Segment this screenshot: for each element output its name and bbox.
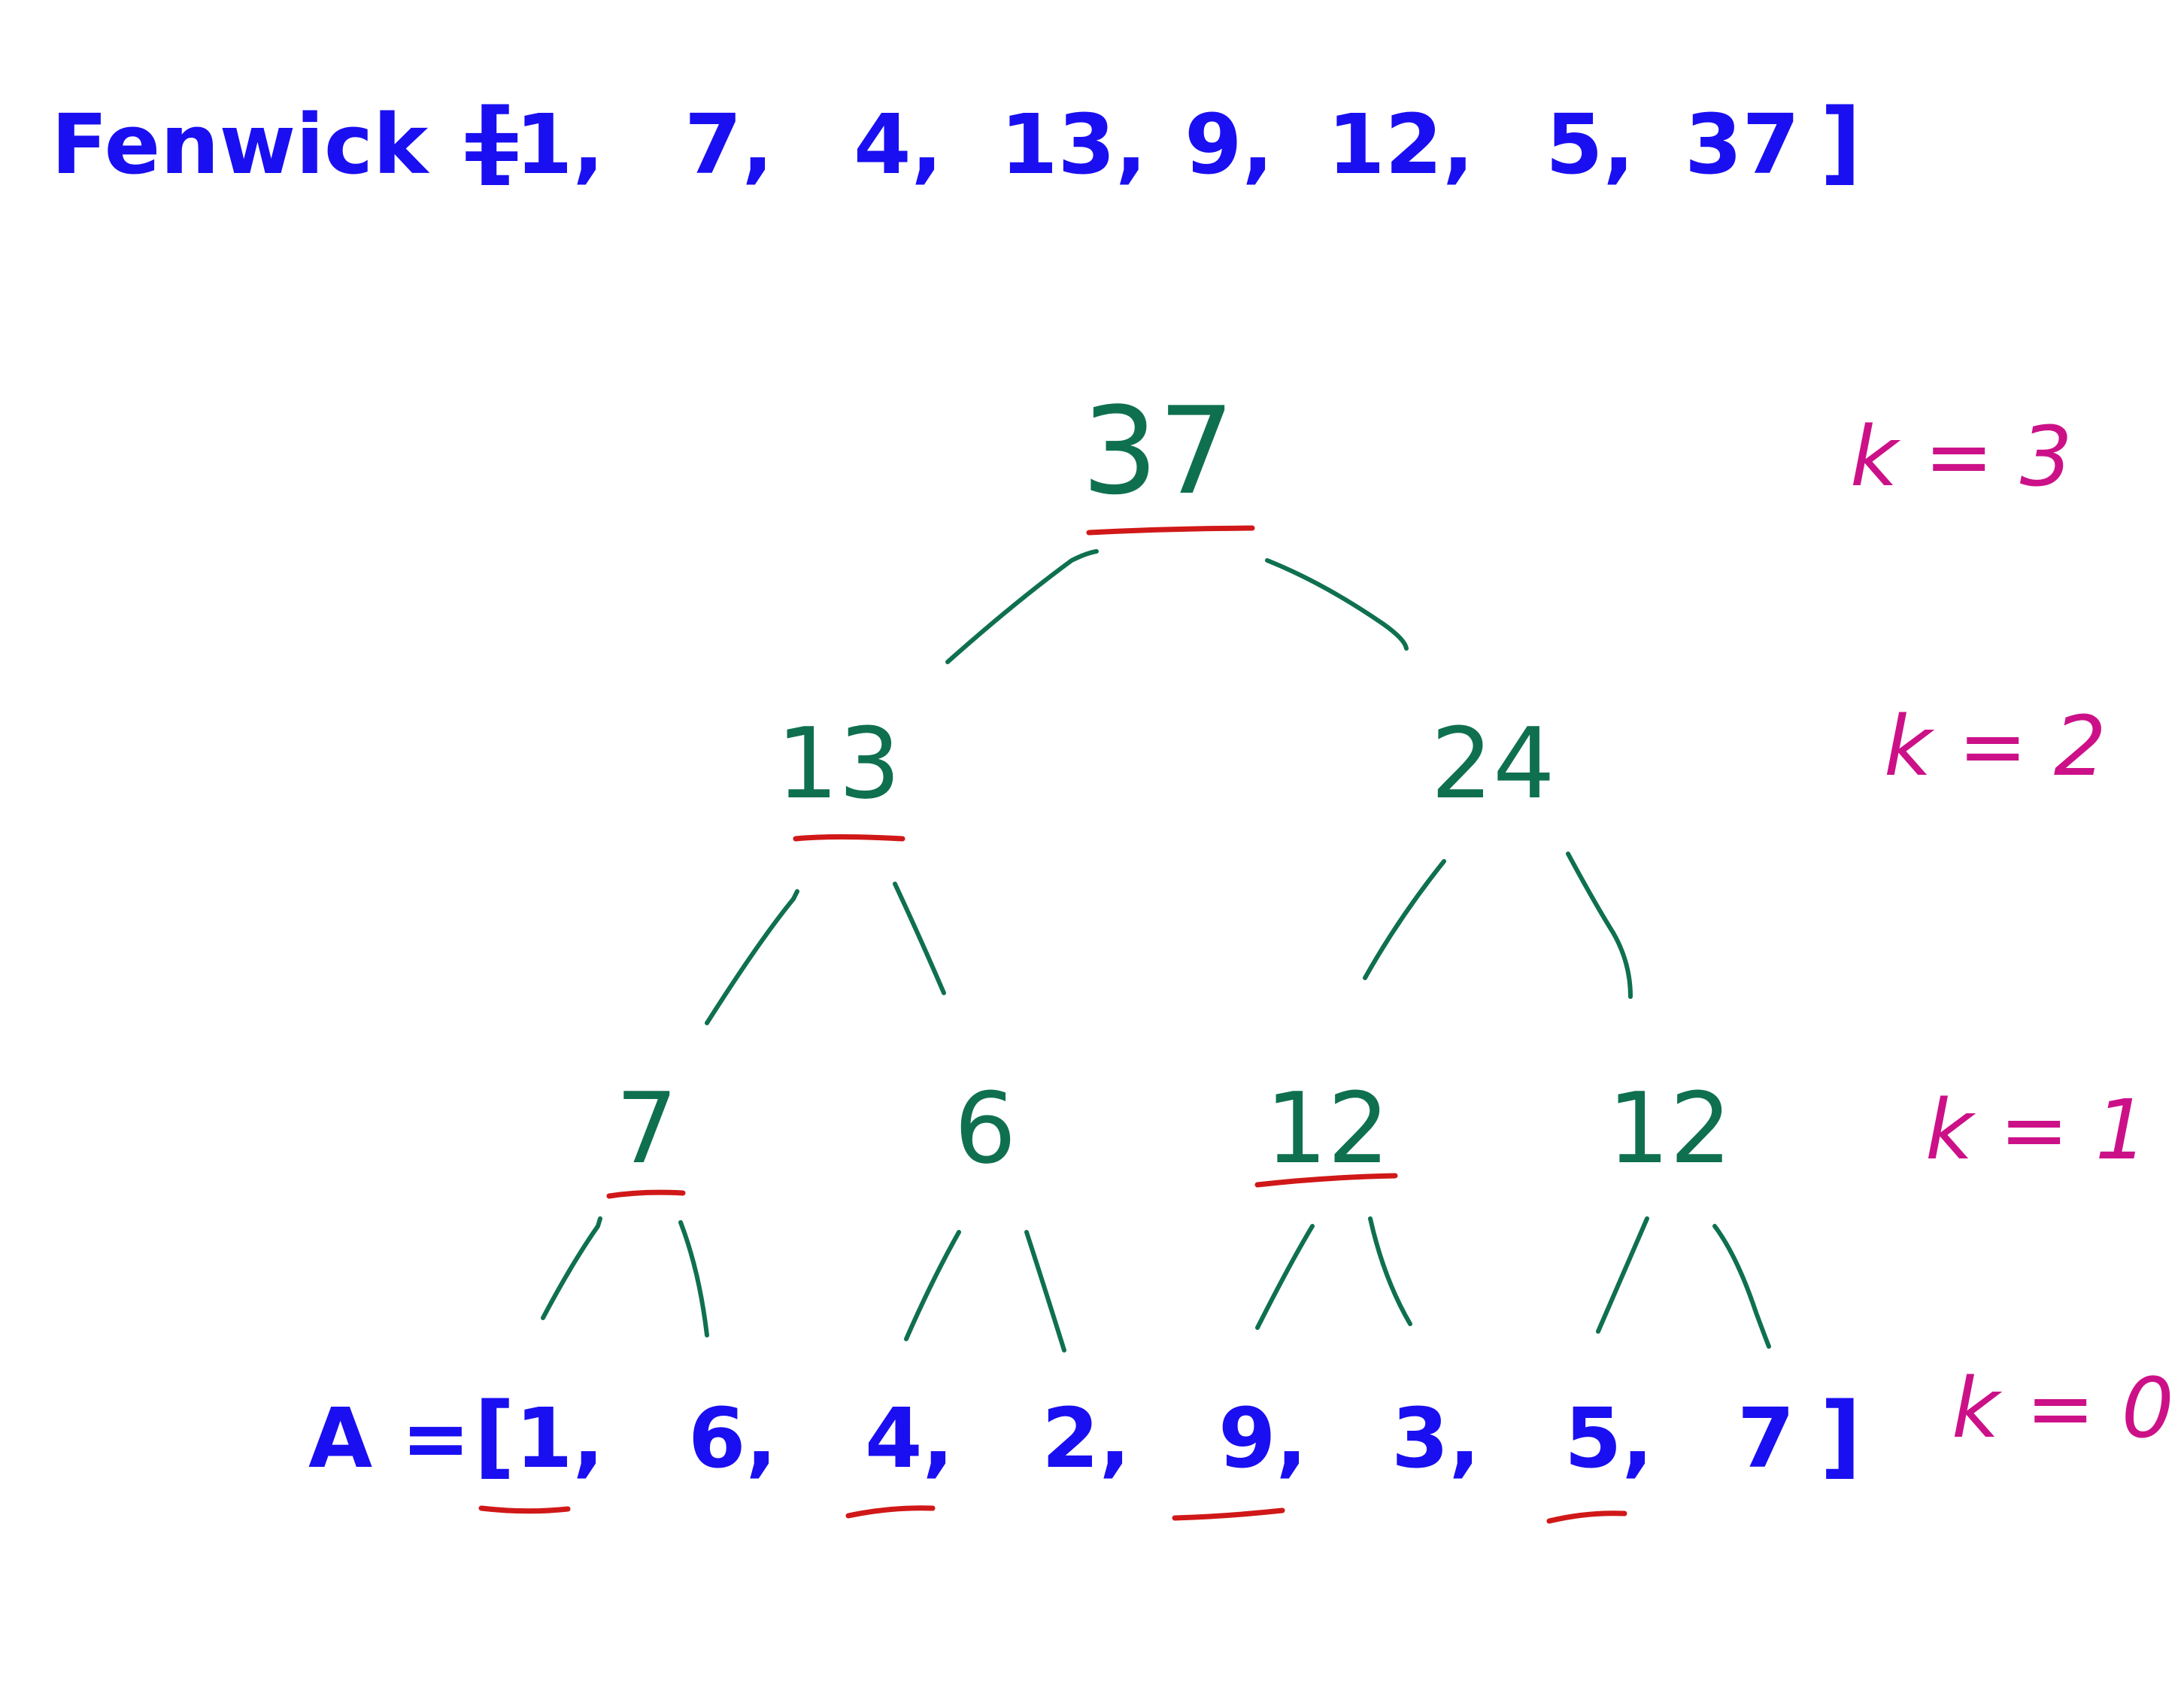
tree-edge <box>1024 1230 1066 1353</box>
a-item: 1, <box>515 1390 604 1486</box>
level-label: k = 1 <box>1925 1082 2148 1178</box>
highlight-underlines <box>478 525 1627 1524</box>
highlight-underline <box>793 834 905 842</box>
fenwick-open-bracket: [ <box>474 90 515 195</box>
tree-edge <box>705 889 799 1025</box>
a-array: A = [ 1, 6, 4, 2, 9, 3, 5, 7 ] <box>308 1384 1861 1489</box>
fenwick-item: 9, <box>1185 96 1273 193</box>
highlight-underline <box>478 1505 571 1514</box>
level-label: k = 3 <box>1850 408 2073 505</box>
level-labels: k = 3 k = 2 k = 1 k = 0 <box>1850 408 2174 1456</box>
fenwick-item: 4, <box>854 96 942 193</box>
tree-edge <box>1265 558 1409 651</box>
highlight-underline <box>1172 1507 1285 1521</box>
tree-edge <box>904 1230 961 1341</box>
tree-edge <box>1368 1216 1412 1326</box>
tree-edge <box>945 549 1099 664</box>
a-item: 9, <box>1218 1390 1307 1486</box>
fenwick-item: 7, <box>684 96 773 193</box>
tree-edge <box>678 1220 709 1337</box>
fenwick-item: 5, <box>1545 96 1634 193</box>
highlight-underline <box>606 1189 686 1199</box>
a-item: 4, <box>865 1390 954 1486</box>
tree-edge <box>1566 852 1633 999</box>
a-item: 7 <box>1737 1390 1795 1486</box>
level-label: k = 2 <box>1884 698 2107 794</box>
highlight-underline <box>1254 1173 1398 1188</box>
tree-edge <box>541 1216 602 1320</box>
a-item: 6, <box>688 1390 777 1486</box>
tree-node: 12 <box>1265 1071 1389 1186</box>
tree-node: 24 <box>1430 706 1555 821</box>
highlight-underline <box>1546 1510 1627 1524</box>
a-open-bracket: [ <box>474 1384 515 1489</box>
tree-node: 13 <box>776 706 900 821</box>
tree-edges <box>541 549 1771 1353</box>
fenwick-item: 12, <box>1327 96 1474 193</box>
highlight-underline <box>1086 525 1255 536</box>
tree-nodes: 37 13 24 7 6 12 12 <box>616 381 1732 1186</box>
tree-node: 7 <box>616 1071 678 1186</box>
tree-node: 12 <box>1607 1071 1731 1186</box>
tree-edge <box>1363 859 1446 980</box>
fenwick-prefix: Fenwick = <box>51 96 526 193</box>
tree-edge <box>893 882 946 995</box>
tree-node: 6 <box>954 1071 1017 1186</box>
a-prefix: A = <box>308 1390 471 1486</box>
fenwick-item: 37 <box>1685 96 1800 193</box>
fenwick-close-bracket: ] <box>1820 90 1861 195</box>
tree-edge <box>1712 1224 1771 1349</box>
tree-edge <box>1596 1216 1649 1334</box>
tree-edge <box>1255 1224 1315 1330</box>
a-item: 2, <box>1042 1390 1130 1486</box>
fenwick-array: Fenwick = [ 1, 7, 4, 13, 9, 12, 5, 37 ] <box>51 90 1861 195</box>
highlight-underline <box>845 1505 936 1519</box>
level-label: k = 0 <box>1952 1360 2174 1456</box>
a-item: 5, <box>1564 1390 1653 1486</box>
tree-node-root: 37 <box>1081 381 1235 521</box>
fenwick-item: 13, <box>1000 96 1147 193</box>
fenwick-item: 1, <box>515 96 604 193</box>
a-item: 3, <box>1391 1390 1480 1486</box>
a-close-bracket: ] <box>1820 1384 1861 1489</box>
